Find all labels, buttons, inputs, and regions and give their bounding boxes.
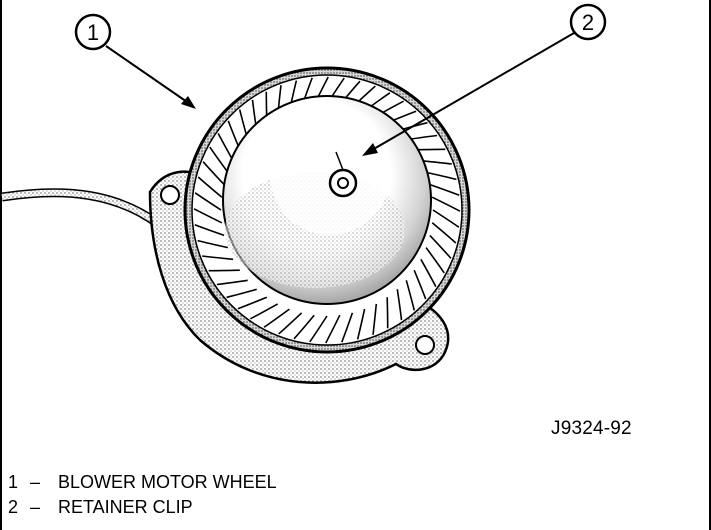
callout-1-leader — [105, 45, 191, 105]
fan-blade — [202, 161, 225, 186]
fan-blade — [386, 297, 389, 329]
fan-blade — [429, 234, 452, 259]
legend-item-label: RETAINER CLIP — [58, 497, 193, 517]
frame-right-border — [709, 0, 711, 530]
fan-blade — [429, 183, 460, 196]
blower-motor-diagram: 1 2 — [1, 3, 607, 384]
fan-blade — [309, 315, 328, 343]
fan-blade — [341, 312, 354, 343]
legend-item-dash: – — [30, 472, 41, 492]
motor-shaft — [337, 177, 349, 189]
flange-bolt-hole-right — [415, 335, 435, 355]
fan-blade — [405, 280, 416, 311]
fan-blade — [193, 208, 223, 224]
fan-blade — [293, 314, 315, 340]
fan-blade — [216, 279, 248, 286]
flange-bolt-hole-left — [160, 185, 180, 205]
fan-blade — [420, 258, 437, 287]
fan-blade — [396, 289, 403, 321]
legend-item: 1–BLOWER MOTOR WHEEL — [8, 470, 277, 495]
callout-2-circle — [569, 3, 607, 41]
callout-1-label: 1 — [87, 20, 99, 45]
fan-blade — [226, 288, 257, 299]
legend-item: 2–RETAINER CLIP — [8, 495, 277, 520]
fan-blade — [197, 176, 223, 198]
fan-blade — [372, 303, 378, 335]
fan-blade — [431, 222, 457, 244]
figure-id: J9324-92 — [551, 418, 632, 439]
fan-blade — [209, 146, 229, 173]
fan-blade — [431, 196, 461, 212]
fan-blade — [425, 247, 445, 274]
fan-blade — [237, 296, 268, 310]
fan-blade — [278, 312, 303, 335]
legend-item-number: 1 — [8, 472, 19, 492]
fan-blade — [425, 171, 457, 181]
callout-2-arrowhead — [362, 143, 378, 156]
callout-2-leader — [371, 32, 575, 151]
frame-left-border — [0, 0, 2, 530]
legend-item-number: 2 — [8, 497, 19, 517]
fan-blade — [194, 224, 225, 237]
fan-blade — [202, 255, 234, 261]
callout-1-circle — [74, 13, 112, 51]
fan-blade — [263, 308, 290, 328]
blower-wheel-blades — [193, 76, 461, 344]
fan-blade — [197, 239, 229, 249]
legend: 1–BLOWER MOTOR WHEEL 2–RETAINER CLIP — [8, 470, 277, 520]
legend-item-dash: – — [30, 497, 41, 517]
legend-item-label: BLOWER MOTOR WHEEL — [58, 472, 277, 492]
fan-blade — [413, 269, 427, 300]
fan-blade — [194, 192, 222, 211]
fan-blade — [356, 308, 366, 340]
fan-blade — [325, 314, 341, 344]
fan-blade — [250, 303, 279, 320]
callout-2-label: 2 — [582, 10, 594, 35]
fan-blade — [432, 209, 460, 228]
hub-highlight — [270, 115, 390, 235]
retainer-clip-tab — [335, 151, 344, 171]
callout-1-arrowhead — [181, 96, 196, 109]
fan-blade — [208, 269, 240, 272]
